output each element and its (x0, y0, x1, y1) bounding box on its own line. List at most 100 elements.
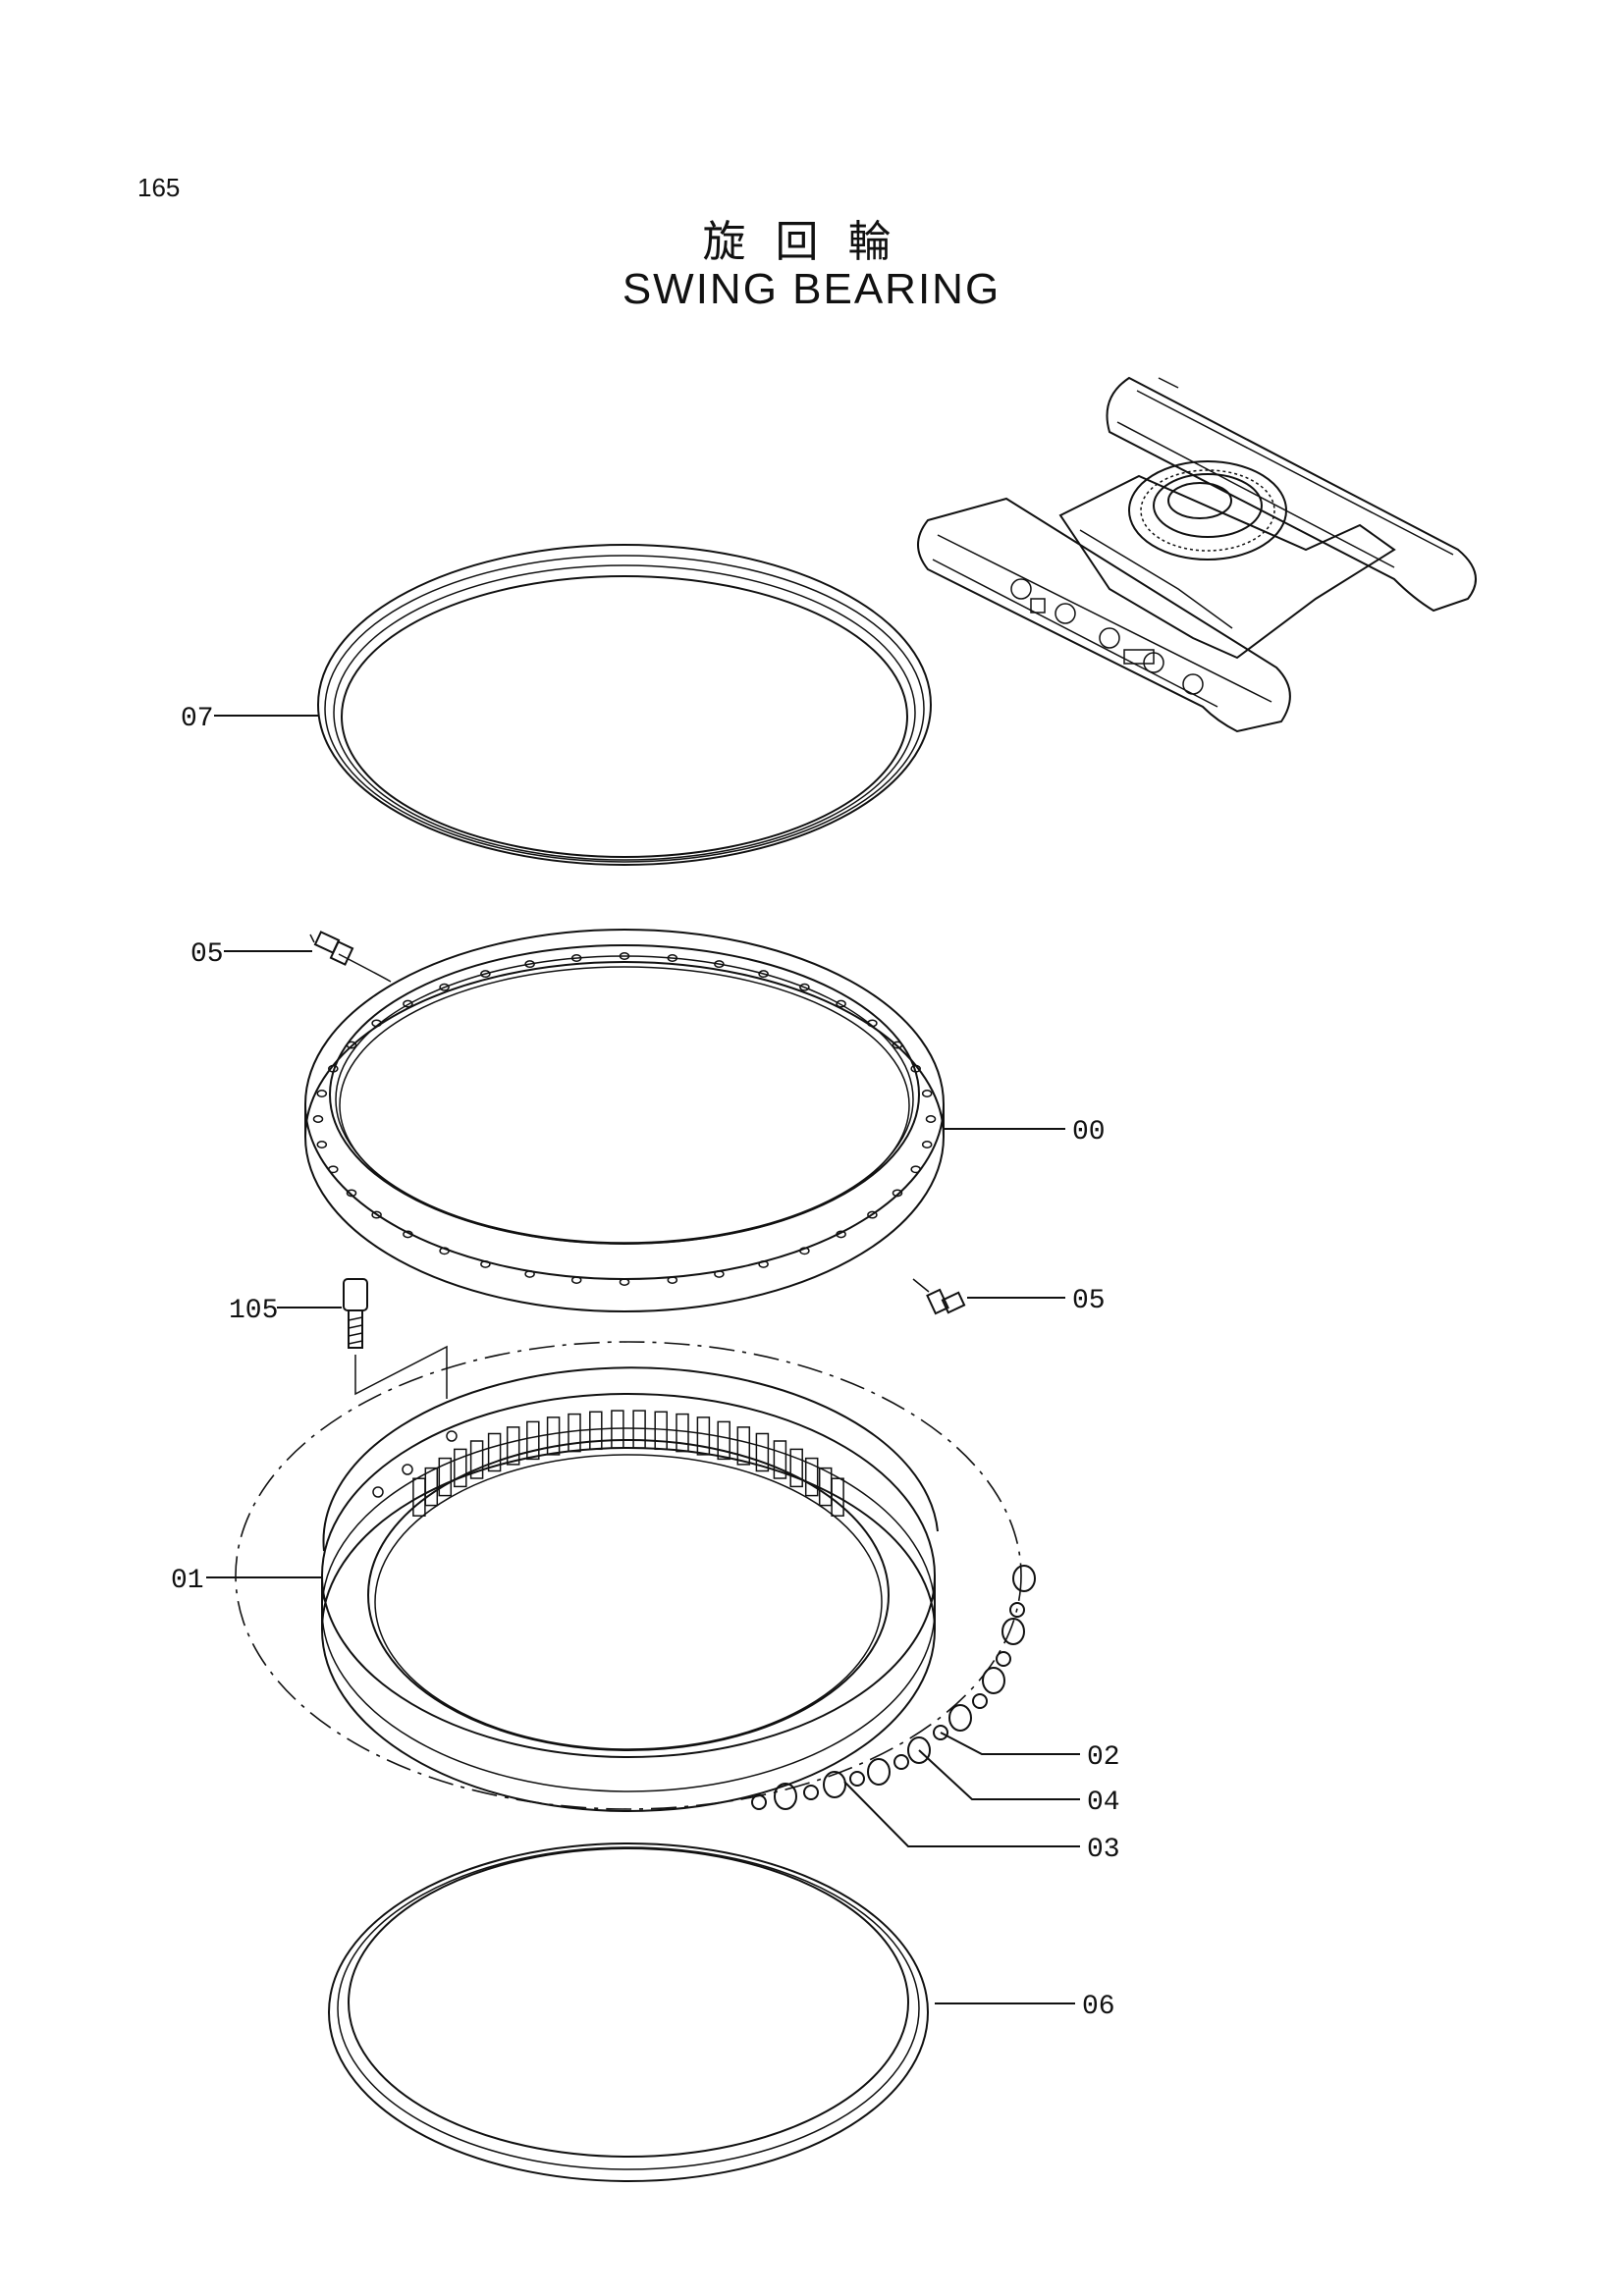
gear-tooth (487, 1432, 502, 1472)
bolt-hole (328, 1064, 339, 1073)
bolt-hole (667, 1276, 678, 1284)
bolt-hole (758, 970, 769, 979)
bolt-hole (346, 1041, 357, 1049)
roller (907, 1736, 931, 1764)
bolt-hole (867, 1210, 878, 1219)
gear-tooth (454, 1448, 467, 1488)
callout-105: 105 (229, 1296, 278, 1326)
bolt-hole (867, 1019, 878, 1028)
callout-04: 04 (1087, 1788, 1120, 1818)
roller (982, 1667, 1005, 1694)
gear-tooth (804, 1457, 819, 1497)
ball (972, 1693, 988, 1709)
gear-tooth (506, 1426, 520, 1466)
bolt-hole (910, 1165, 921, 1174)
gear-tooth (546, 1416, 561, 1456)
roller (948, 1704, 972, 1732)
bolt-hole (799, 1247, 810, 1255)
ball (893, 1754, 909, 1770)
gear-tooth (755, 1432, 770, 1472)
bolt-holes (312, 952, 937, 1286)
bolt-hole (403, 999, 413, 1008)
seal-ring-07 (317, 544, 932, 866)
gear-tooth (736, 1426, 751, 1466)
gear-tooth (568, 1413, 581, 1453)
bolt-hole (910, 1064, 921, 1073)
bolt-hole (921, 1090, 933, 1097)
roller (1001, 1618, 1025, 1645)
gear-tooth (469, 1440, 484, 1479)
gear-tooth (632, 1410, 646, 1449)
bolt-hole (758, 1259, 769, 1268)
gear-tooth (676, 1413, 689, 1453)
bearing-ring-01 (235, 1341, 1022, 1812)
bolt-hole (403, 1230, 413, 1239)
ball (803, 1785, 819, 1800)
roller (823, 1771, 846, 1798)
bolt-hole (619, 1278, 630, 1286)
roller (867, 1758, 891, 1786)
gear-tooth (831, 1477, 844, 1517)
gear-tooth (589, 1411, 603, 1451)
bolt-hole (316, 1141, 328, 1148)
bolt-hole (346, 1189, 357, 1198)
callout-06: 06 (1082, 1992, 1115, 2022)
page-number: 165 (137, 173, 181, 202)
bolt-hole (524, 1269, 535, 1278)
gear-tooth (789, 1448, 803, 1488)
bolt-hole (439, 1247, 450, 1255)
callout-03: 03 (1087, 1835, 1120, 1865)
undercarriage-icon (917, 376, 1477, 733)
bolt-hole (799, 983, 810, 991)
gear-tooth (773, 1440, 787, 1479)
seal-ring-06 (328, 1842, 929, 2182)
page-title: SWING BEARING (622, 265, 1001, 313)
bolt-hole (316, 1090, 328, 1097)
callout-05-bottom: 05 (1072, 1286, 1106, 1316)
page-title-japanese: 旋回輪 (702, 217, 921, 267)
bearing-ring-00 (304, 929, 945, 1312)
bolt-hole (480, 1259, 491, 1268)
bolt-hole (892, 1041, 903, 1049)
bolt-hole (371, 1210, 382, 1219)
ball (933, 1725, 948, 1740)
bolt-hole (921, 1141, 933, 1148)
bolt-hole (925, 1115, 937, 1123)
grease-fitting-icon (309, 931, 354, 966)
roller (774, 1783, 797, 1810)
ball (751, 1794, 767, 1810)
callout-00: 00 (1072, 1117, 1106, 1148)
gear-tooth (424, 1467, 439, 1507)
grease-fitting-icon (926, 1288, 966, 1315)
bolt-hole (836, 999, 846, 1008)
bolt-hole (836, 1230, 846, 1239)
bolt-hole (524, 960, 535, 969)
bolt-hole (439, 983, 450, 991)
bolt-hole (892, 1189, 903, 1198)
bolt-hole (667, 954, 678, 962)
leader-lines (206, 715, 1080, 2004)
callout-01: 01 (171, 1566, 204, 1596)
gear-tooth (717, 1420, 730, 1461)
bearing-balls (751, 1565, 1036, 1810)
callout-05-top: 05 (190, 939, 224, 970)
bolt-hole (480, 970, 491, 979)
ball (849, 1771, 865, 1787)
bolt-hole (570, 1276, 582, 1284)
roller (1012, 1565, 1036, 1592)
ball (996, 1651, 1011, 1667)
gear-tooth (654, 1411, 668, 1451)
bolt-hole (619, 952, 630, 960)
gear-tooth (611, 1410, 624, 1449)
bolt-hole (570, 954, 582, 962)
gear-tooth (696, 1416, 711, 1456)
bolt-icon (343, 1278, 448, 1399)
bolt-hole (312, 1115, 324, 1123)
bolt-hole (371, 1019, 382, 1028)
callout-07: 07 (181, 704, 214, 734)
bolt-hole (328, 1165, 339, 1174)
bolt-hole (714, 960, 725, 969)
bolt-hole (714, 1269, 725, 1278)
